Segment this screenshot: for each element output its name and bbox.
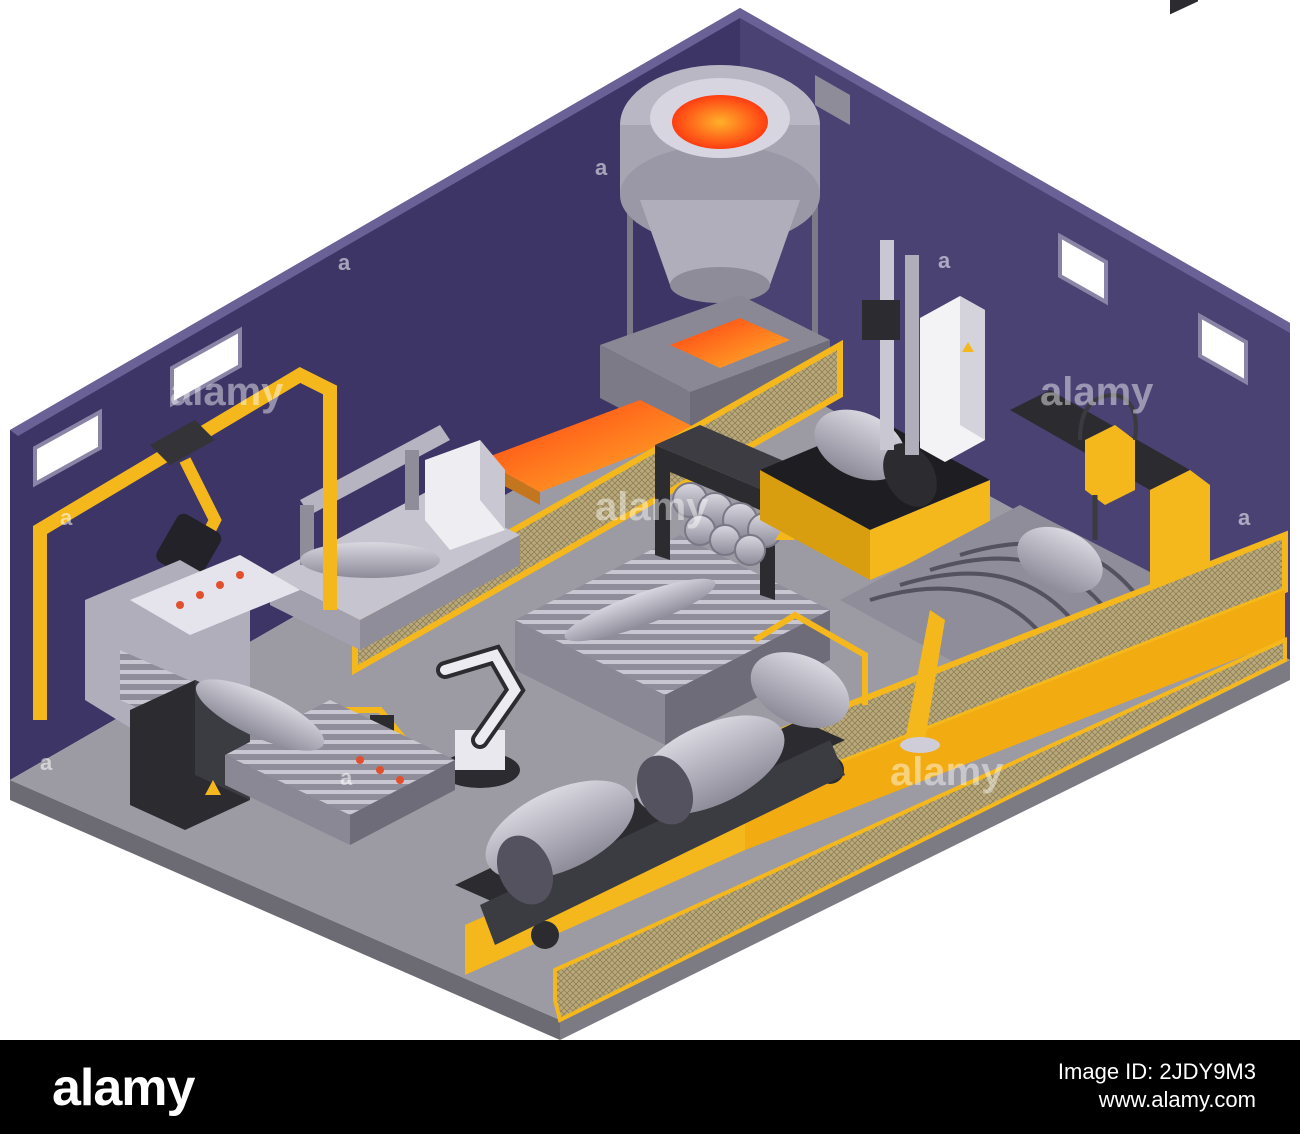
- molten-ladle: [620, 65, 850, 440]
- watermark-mark: a: [1238, 750, 1251, 775]
- watermark-mark: a: [40, 750, 53, 775]
- watermark-mark: a: [595, 155, 608, 180]
- factory-illustration: alamy alamy alamy alamy a a a a a a a a …: [10, 0, 1290, 1040]
- footer-logo: alamy: [52, 1059, 195, 1117]
- footer-info: Image ID: 2JDY9M3 www.alamy.com: [1058, 1058, 1256, 1114]
- roller-table: [515, 535, 830, 745]
- watermark-mark: a: [340, 765, 353, 790]
- watermark-brand: alamy: [595, 485, 709, 529]
- casting-line: [352, 295, 843, 676]
- window: [33, 408, 102, 488]
- watermark-mark: a: [60, 505, 73, 530]
- watermark-mark: a: [1238, 505, 1251, 530]
- floor-front-left-edge: [10, 780, 560, 1040]
- pipe-conveyor: [455, 610, 945, 949]
- front-left-machines: [130, 679, 455, 845]
- wall-top-right-edge: [740, 8, 1290, 333]
- watermarks: alamy alamy alamy alamy a a a a a a a a …: [40, 155, 1251, 1015]
- watermark-mark: a: [940, 990, 953, 1015]
- window: [1198, 312, 1248, 386]
- molten-strip: [480, 400, 700, 492]
- wall-top-left-edge: [10, 8, 740, 436]
- watermark-brand: alamy: [890, 750, 1004, 794]
- watermark-mark: a: [640, 990, 653, 1015]
- pipe-cutting-station: [760, 240, 990, 580]
- window: [1058, 232, 1108, 306]
- footer-image-id: Image ID: 2JDY9M3: [1057, 1059, 1256, 1084]
- watermark-brand: alamy: [1040, 370, 1154, 414]
- molten-metal-surface: [672, 95, 768, 149]
- footer-site-url: www.alamy.com: [1098, 1087, 1256, 1112]
- window: [170, 326, 242, 408]
- watermark-mark: a: [338, 250, 351, 275]
- watermark-brand: alamy: [170, 370, 284, 414]
- watermark-mark: a: [938, 248, 951, 273]
- floor-front-right-edge: [560, 660, 1290, 1040]
- stock-footer-bar: alamy Image ID: 2JDY9M3 www.alamy.com: [0, 1040, 1300, 1134]
